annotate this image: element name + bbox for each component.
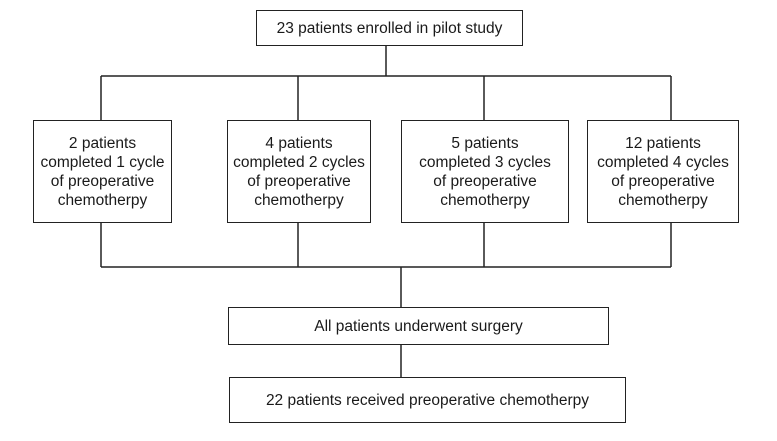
cycle-4-line-3: of preoperative <box>611 172 715 190</box>
received-chemo-box: 22 patients received preoperative chemot… <box>229 377 626 423</box>
cycle-1-line-4: chemotherpy <box>57 191 148 209</box>
cycle-box-2: 4 patients completed 2 cycles of preoper… <box>227 120 371 223</box>
cycle-2-line-3: of preoperative <box>247 172 351 190</box>
cycle-2-line-1: 4 patients <box>265 134 333 152</box>
cycle-4-line-2: completed 4 cycles <box>597 153 729 171</box>
enrolled-box: 23 patients enrolled in pilot study <box>256 10 523 46</box>
surgery-label: All patients underwent surgery <box>314 317 523 335</box>
cycle-3-line-2: completed 3 cycles <box>419 153 551 171</box>
cycle-3-line-4: chemotherpy <box>440 191 530 209</box>
cycle-box-4: 12 patients completed 4 cycles of preope… <box>587 120 739 223</box>
cycle-1-line-1: 2 patients <box>68 134 137 152</box>
surgery-box: All patients underwent surgery <box>228 307 609 345</box>
enrolled-label: 23 patients enrolled in pilot study <box>276 19 503 37</box>
cycle-box-1: 2 patients completed 1 cycle of preopera… <box>33 120 172 223</box>
cycle-4-line-4: chemotherpy <box>618 191 708 209</box>
cycle-4-line-1: 12 patients <box>625 134 701 152</box>
cycle-3-line-3: of preoperative <box>433 172 537 190</box>
cycle-box-3: 5 patients completed 3 cycles of preoper… <box>401 120 569 223</box>
cycle-1-line-2: completed 1 cycle <box>40 153 165 171</box>
cycle-2-line-2: completed 2 cycles <box>233 153 365 171</box>
cycle-1-line-3: of preoperative <box>50 172 155 190</box>
cycle-3-line-1: 5 patients <box>451 134 519 152</box>
received-chemo-label: 22 patients received preoperative chemot… <box>265 391 590 409</box>
cycle-2-line-4: chemotherpy <box>254 191 344 209</box>
